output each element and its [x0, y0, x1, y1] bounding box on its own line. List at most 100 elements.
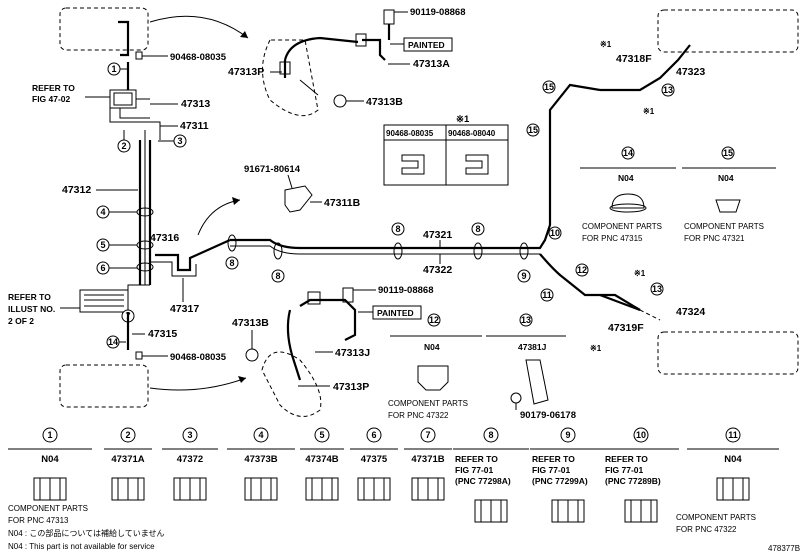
for-pnc-47315: FOR PNC 47315	[582, 234, 643, 243]
svg-text:8: 8	[395, 224, 400, 234]
svg-text:9: 9	[521, 271, 526, 281]
brake-actuator	[79, 289, 129, 313]
painted-tag-bot: PAINTED	[377, 308, 414, 318]
for-pnc-47322-b: FOR PNC 47322	[676, 525, 737, 534]
legend-callout-10	[633, 427, 649, 443]
label-47321: 47321	[423, 229, 452, 241]
label-47313A: 47313A	[413, 58, 450, 70]
footnote-jp: N04 : この部品については補給していません	[8, 528, 164, 538]
star-table-col1: 90468-08035	[386, 129, 434, 138]
for-pnc-47313: FOR PNC 47313	[8, 516, 69, 525]
label-47312: 47312	[62, 184, 91, 196]
label-47322: 47322	[423, 264, 452, 276]
legend-callout-2	[120, 427, 136, 443]
clip-12	[417, 365, 449, 391]
legend-callout-8	[483, 427, 499, 443]
bracket-47381J	[525, 359, 549, 405]
refer-illust-line3: 2 OF 2	[8, 316, 34, 326]
legend-number-11: 11	[728, 430, 738, 440]
legend-part-8-2: FIG 77-01	[455, 465, 494, 475]
legend-number-6: 6	[371, 430, 376, 440]
legend-part-6-1: 47375	[361, 454, 388, 465]
legend-part-1-1: N04	[41, 454, 59, 465]
legend-part-8-3: (PNC 77298A)	[455, 476, 511, 486]
legend-clip-5	[305, 477, 339, 501]
label-47323: 47323	[676, 66, 705, 78]
legend-callout-11	[725, 427, 741, 443]
svg-text:6: 6	[100, 263, 105, 273]
label-91671: 91671-80614	[244, 164, 301, 175]
star1-label-b: ※1	[590, 344, 602, 353]
legend-number-5: 5	[319, 430, 324, 440]
label-47313: 47313	[181, 98, 210, 110]
grommet-14	[611, 193, 645, 209]
detail-box-bottom-left	[59, 364, 149, 408]
comp-parts-12: COMPONENT PARTS	[388, 399, 468, 408]
legend-number-9: 9	[565, 430, 570, 440]
svg-text:14: 14	[623, 148, 633, 158]
label-90468-top: 90468-08035	[170, 52, 227, 63]
legend-part-9-2: FIG 77-01	[532, 465, 571, 475]
label-90179: 90179-06178	[520, 410, 576, 421]
refer-fig-47-02-line2: FIG 47-02	[32, 94, 71, 104]
svg-text:1: 1	[111, 64, 116, 74]
refer-illust-line1: REFER TO	[8, 292, 51, 302]
label-47319F: 47319F	[608, 322, 644, 334]
svg-text:8: 8	[275, 271, 280, 281]
legend-part-11-1: N04	[724, 454, 742, 465]
svg-text:13: 13	[521, 315, 531, 325]
legend-part-10-3: (PNC 77289B)	[605, 476, 661, 486]
svg-text:12: 12	[429, 315, 439, 325]
legend-number-10: 10	[636, 430, 646, 440]
legend-part-9-1: REFER TO	[532, 454, 575, 464]
legend-clip-6	[357, 477, 391, 501]
legend-number-7: 7	[425, 430, 430, 440]
detail-box-right-lower	[657, 331, 799, 375]
refer-fig-47-02-line1: REFER TO	[32, 83, 75, 93]
svg-text:4: 4	[100, 207, 105, 217]
legend-number-1: 1	[47, 430, 52, 440]
svg-text:14: 14	[108, 337, 118, 347]
star1-label-d: ※1	[643, 107, 655, 116]
star-table-header: ※1	[456, 114, 470, 125]
comp-parts-11: COMPONENT PARTS	[676, 513, 756, 522]
comp-parts-1: COMPONENT PARTS	[8, 504, 88, 513]
star-table-col2: 90468-08040	[448, 129, 496, 138]
legend-clip-4	[244, 477, 278, 501]
comp-parts-14: COMPONENT PARTS	[582, 222, 662, 231]
legend-clip-11	[716, 477, 750, 501]
legend-callout-6	[366, 427, 382, 443]
legend-clip-7	[411, 477, 445, 501]
detail-box-right-upper	[657, 9, 799, 53]
svg-text:2: 2	[121, 141, 126, 151]
svg-text:15: 15	[528, 125, 538, 135]
legend-part-10-2: FIG 77-01	[605, 465, 644, 475]
bracket-47311B	[284, 185, 313, 213]
legend-clip-1	[33, 477, 67, 501]
legend-callout-4	[253, 427, 269, 443]
detail-arrow	[149, 15, 249, 39]
legend-callout-7	[420, 427, 436, 443]
label-47313P-bot: 47313P	[333, 381, 369, 393]
comp-parts-15: COMPONENT PARTS	[684, 222, 764, 231]
legend-part-8-1: REFER TO	[455, 454, 498, 464]
legend-number-3: 3	[187, 430, 192, 440]
legend-part-9-3: (PNC 77299A)	[532, 476, 588, 486]
svg-text:8: 8	[229, 258, 234, 268]
footnote-en: N04 : This part is not available for ser…	[8, 542, 155, 551]
label-90119-top: 90119-08868	[410, 7, 465, 18]
detail-box-top-left	[59, 7, 149, 51]
label-47313J: 47313J	[335, 347, 370, 359]
legend-callout-1	[42, 427, 58, 443]
legend-part-3-1: 47372	[177, 454, 203, 465]
svg-text:3: 3	[177, 136, 182, 146]
svg-text:12: 12	[577, 265, 587, 275]
for-pnc-47322: FOR PNC 47322	[388, 411, 449, 420]
legend-clip-2	[111, 477, 145, 501]
legend-callout-3	[182, 427, 198, 443]
svg-text:15: 15	[544, 82, 554, 92]
legend-number-2: 2	[125, 430, 130, 440]
legend-clip-10	[624, 499, 658, 523]
legend-part-2-1: 47371A	[111, 454, 144, 465]
